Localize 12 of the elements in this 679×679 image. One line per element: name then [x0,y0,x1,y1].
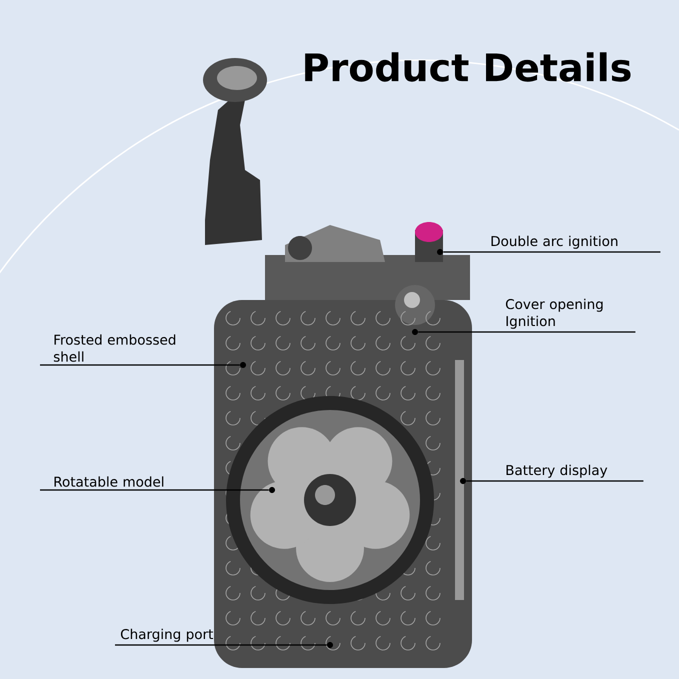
leader-line [466,480,644,482]
callout-label: Double arc ignition [492,236,618,249]
leader-line [40,364,240,366]
callout-label: Frosted embossed shell [54,334,176,362]
leader-line [418,331,636,333]
leader-line [115,644,327,646]
callout-label: Battery display [506,464,608,478]
callout-label: Cover opening Ignition [506,298,603,329]
callout-label: Rotatable model [54,476,164,487]
leader-line [443,251,660,253]
title: Product Details [305,52,631,82]
callout-label: Charging port [120,628,214,642]
